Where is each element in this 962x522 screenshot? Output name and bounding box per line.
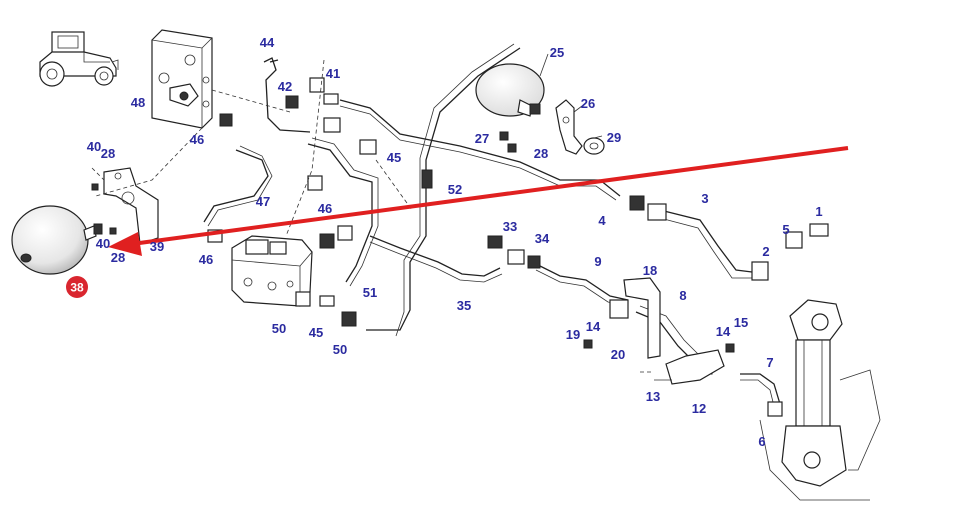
part-label-39[interactable]: 39 xyxy=(150,239,164,254)
part-label-14a[interactable]: 14 xyxy=(586,319,601,334)
part-label-13[interactable]: 13 xyxy=(646,389,660,404)
part-label-19[interactable]: 19 xyxy=(566,327,580,342)
part-label-28b[interactable]: 28 xyxy=(534,146,548,161)
part-label-8[interactable]: 8 xyxy=(679,288,686,303)
part-label-28a[interactable]: 28 xyxy=(101,146,115,161)
part-label-9[interactable]: 9 xyxy=(594,254,601,269)
part-label-41[interactable]: 41 xyxy=(326,66,340,81)
part-label-35[interactable]: 35 xyxy=(457,298,471,313)
part-label-50a[interactable]: 50 xyxy=(272,321,286,336)
highlight-label: 38 xyxy=(70,281,84,295)
control-valve xyxy=(231,235,335,307)
part-label-28c[interactable]: 28 xyxy=(111,250,125,265)
part-label-29[interactable]: 29 xyxy=(607,130,621,145)
bracket-right xyxy=(555,99,605,155)
part-label-44[interactable]: 44 xyxy=(260,35,275,50)
part-label-47[interactable]: 47 xyxy=(256,194,270,209)
leader-lines xyxy=(95,53,603,237)
part-label-48[interactable]: 48 xyxy=(131,95,145,110)
accumulator-top xyxy=(475,63,545,117)
fittings xyxy=(91,77,829,417)
part-label-4[interactable]: 4 xyxy=(598,213,606,228)
part-label-20[interactable]: 20 xyxy=(611,347,625,362)
part-label-3[interactable]: 3 xyxy=(701,191,708,206)
part-label-2[interactable]: 2 xyxy=(762,244,769,259)
part-label-7[interactable]: 7 xyxy=(766,355,773,370)
accumulator-left xyxy=(11,205,103,275)
part-label-25[interactable]: 25 xyxy=(550,45,564,60)
part-label-14b[interactable]: 14 xyxy=(716,324,731,339)
pointer-arrow xyxy=(108,146,849,256)
part-label-42[interactable]: 42 xyxy=(278,79,292,94)
part-label-18[interactable]: 18 xyxy=(643,263,657,278)
part-label-50b[interactable]: 50 xyxy=(333,342,347,357)
part-label-40b[interactable]: 40 xyxy=(96,236,110,251)
part-labels: 1 2 3 4 5 6 7 8 9 12 13 14 14 15 18 19 2… xyxy=(87,35,823,449)
part-label-12[interactable]: 12 xyxy=(692,401,706,416)
brackets-lower xyxy=(623,277,725,385)
part-label-45b[interactable]: 45 xyxy=(309,325,323,340)
part-label-5[interactable]: 5 xyxy=(782,222,789,237)
lift-cylinder xyxy=(759,299,881,501)
part-label-34[interactable]: 34 xyxy=(535,231,550,246)
part-label-6[interactable]: 6 xyxy=(758,434,765,449)
part-label-15[interactable]: 15 xyxy=(734,315,748,330)
part-label-52[interactable]: 52 xyxy=(448,182,462,197)
part-label-51[interactable]: 51 xyxy=(363,285,377,300)
highlight-marker-38[interactable]: 38 xyxy=(66,276,88,298)
valve-block xyxy=(151,29,213,129)
tractor-icon xyxy=(39,31,119,87)
part-label-46a[interactable]: 46 xyxy=(190,132,204,147)
part-label-40a[interactable]: 40 xyxy=(87,139,101,154)
part-label-26[interactable]: 26 xyxy=(581,96,595,111)
part-label-33[interactable]: 33 xyxy=(503,219,517,234)
part-label-45a[interactable]: 45 xyxy=(387,150,401,165)
part-label-46b[interactable]: 46 xyxy=(318,201,332,216)
part-label-46c[interactable]: 46 xyxy=(199,252,213,267)
part-label-1[interactable]: 1 xyxy=(815,204,822,219)
part-label-27[interactable]: 27 xyxy=(475,131,489,146)
